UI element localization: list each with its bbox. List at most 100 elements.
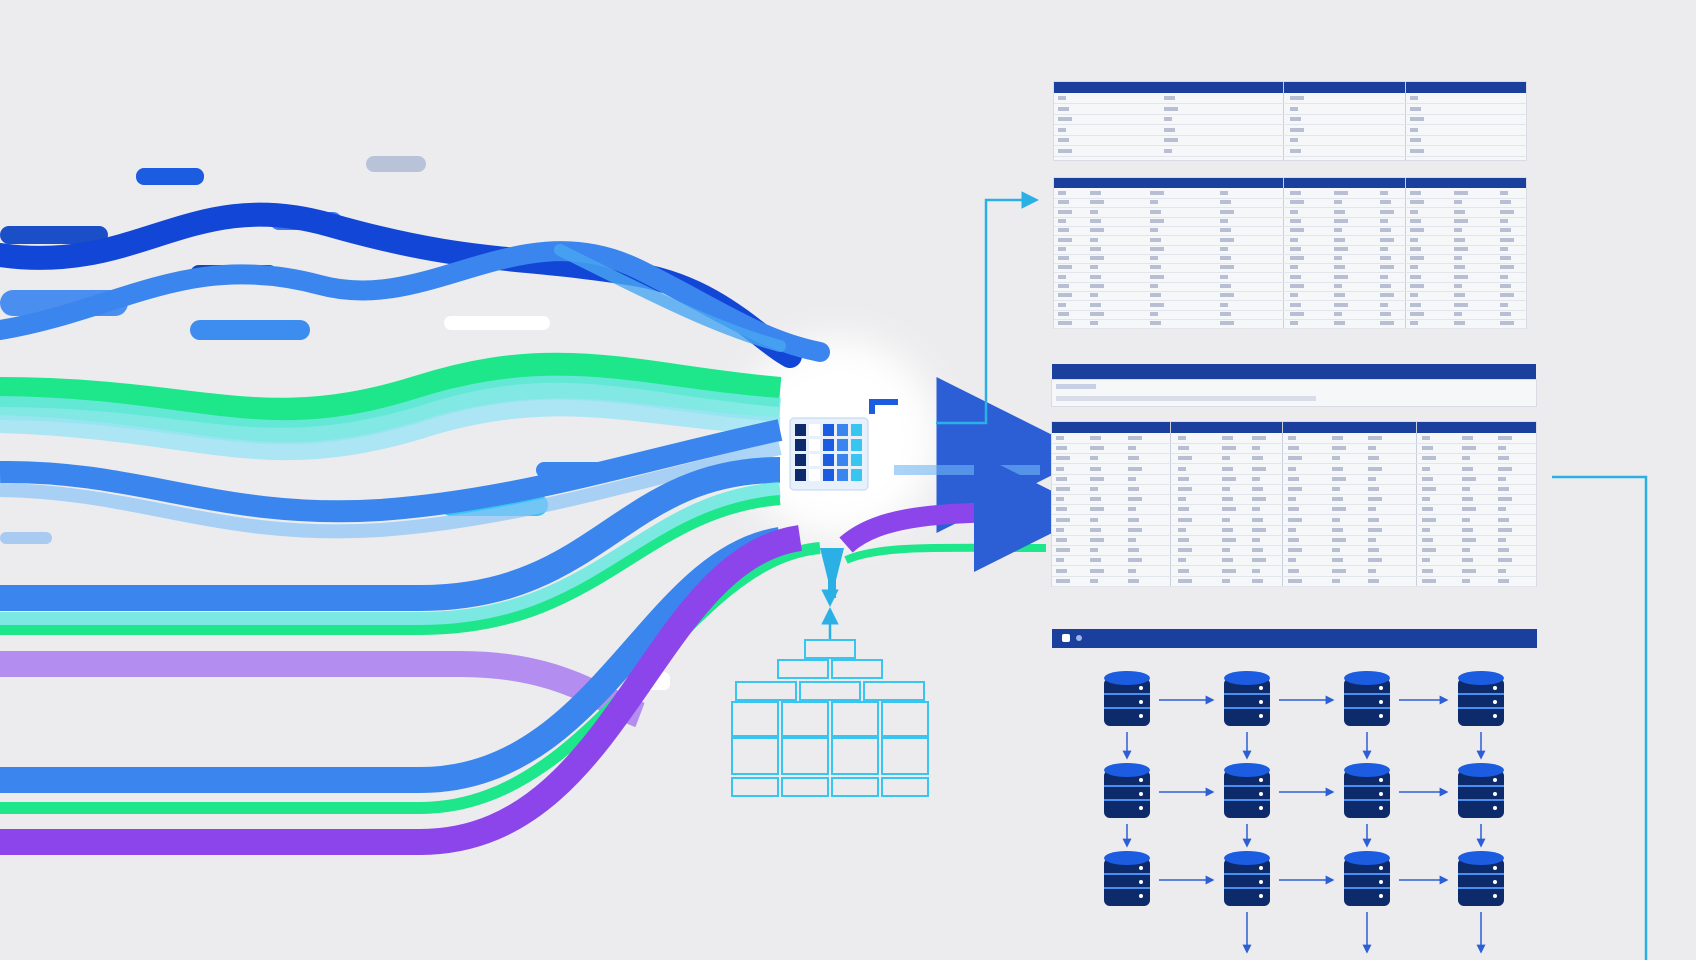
cell-placeholder <box>1462 578 1470 583</box>
tree-block <box>881 737 929 775</box>
cell-placeholder <box>1252 476 1260 481</box>
cell-placeholder <box>1498 507 1506 512</box>
cell-placeholder <box>1334 274 1348 279</box>
table-row <box>1052 475 1536 485</box>
grid-cell <box>823 424 834 436</box>
cell-placeholder <box>1090 568 1104 573</box>
table-middle-header <box>1054 178 1526 188</box>
cell-placeholder <box>1462 456 1470 461</box>
cell-placeholder <box>1410 209 1418 214</box>
cell-placeholder <box>1164 106 1178 111</box>
cell-placeholder <box>1410 321 1418 326</box>
cell-placeholder <box>1150 321 1161 326</box>
cell-placeholder <box>1090 446 1104 451</box>
cell-placeholder <box>1058 302 1066 307</box>
stream-group-right <box>839 377 1094 572</box>
cell-placeholder <box>1498 466 1512 471</box>
cell-placeholder <box>1368 487 1379 491</box>
cell-placeholder <box>1332 456 1340 461</box>
grid-cell <box>823 439 834 451</box>
cell-placeholder <box>1178 476 1189 481</box>
cell-placeholder <box>1252 487 1263 491</box>
cell-placeholder <box>1058 246 1066 251</box>
table-row <box>1052 577 1536 587</box>
cell-placeholder <box>1128 487 1139 491</box>
cell-placeholder <box>1334 228 1342 233</box>
cell-placeholder <box>1454 274 1468 279</box>
cell-placeholder <box>1128 466 1142 471</box>
cell-placeholder <box>1410 106 1421 111</box>
cell-placeholder <box>1422 548 1436 553</box>
cell-placeholder <box>1252 466 1266 471</box>
grid-cell <box>851 454 862 466</box>
cell-placeholder <box>1150 218 1164 223</box>
cell-placeholder <box>1090 558 1101 563</box>
cell-placeholder <box>1500 293 1514 298</box>
cell-placeholder <box>1290 265 1298 270</box>
cell-placeholder <box>1410 256 1424 261</box>
cell-placeholder <box>1500 200 1511 205</box>
cell-placeholder <box>1222 456 1230 461</box>
cell-placeholder <box>1056 507 1067 512</box>
cell-placeholder <box>1410 302 1421 307</box>
data-grid-title-bar <box>1052 364 1536 380</box>
cell-placeholder <box>1220 200 1231 205</box>
cell-placeholder <box>1334 209 1345 214</box>
cell-placeholder <box>1288 476 1299 481</box>
cell-placeholder <box>1410 127 1418 132</box>
cell-placeholder <box>1090 578 1098 583</box>
cell-placeholder <box>1380 191 1388 195</box>
cell-placeholder <box>1332 507 1346 512</box>
cell-placeholder <box>1222 476 1236 481</box>
database-cylinder-icon <box>1224 763 1270 818</box>
cell-placeholder <box>1368 476 1376 481</box>
cell-placeholder <box>1500 218 1508 223</box>
cell-placeholder <box>1332 548 1340 553</box>
cell-placeholder <box>1410 200 1424 205</box>
table-row <box>1052 454 1536 465</box>
cell-placeholder <box>1150 209 1161 214</box>
grid-cell <box>795 424 806 436</box>
cell-placeholder <box>1410 96 1418 100</box>
cell-placeholder <box>1090 218 1101 223</box>
cell-placeholder <box>1220 274 1228 279</box>
cell-placeholder <box>1454 237 1465 242</box>
cell-placeholder <box>1410 265 1418 270</box>
table-row <box>1054 189 1526 199</box>
cell-placeholder <box>1500 237 1514 242</box>
cell-placeholder <box>1290 293 1298 298</box>
cell-placeholder <box>1290 302 1301 307</box>
cell-placeholder <box>1056 548 1070 553</box>
cell-placeholder <box>1462 507 1476 512</box>
cell-placeholder <box>1150 293 1161 298</box>
cell-placeholder <box>1290 228 1304 233</box>
tree-block <box>804 639 856 659</box>
cell-placeholder <box>1334 256 1342 261</box>
grid-cell <box>837 439 848 451</box>
database-network <box>1104 671 1504 954</box>
funnel-icon <box>820 548 844 598</box>
table-row <box>1054 301 1526 311</box>
cell-placeholder <box>1056 517 1070 522</box>
cell-placeholder <box>1090 302 1101 307</box>
cell-placeholder <box>1462 558 1473 563</box>
cell-placeholder <box>1220 218 1228 223</box>
stream-group-middle <box>0 352 783 539</box>
cell-placeholder <box>1332 497 1343 502</box>
cell-placeholder <box>1178 568 1189 573</box>
table-row <box>1054 208 1526 218</box>
cell-placeholder <box>1252 456 1263 461</box>
cell-placeholder <box>1462 548 1470 553</box>
table-row <box>1054 273 1526 283</box>
cell-placeholder <box>1222 558 1233 563</box>
cell-placeholder <box>1380 256 1391 261</box>
cell-placeholder <box>1332 568 1346 573</box>
table-row <box>1052 505 1536 516</box>
table-row <box>1054 245 1526 255</box>
cell-placeholder <box>1220 191 1228 195</box>
cell-placeholder <box>1380 265 1394 270</box>
cell-placeholder <box>1422 436 1430 440</box>
cell-placeholder <box>1220 228 1231 233</box>
cell-placeholder <box>1498 436 1512 440</box>
table-row <box>1054 105 1526 115</box>
